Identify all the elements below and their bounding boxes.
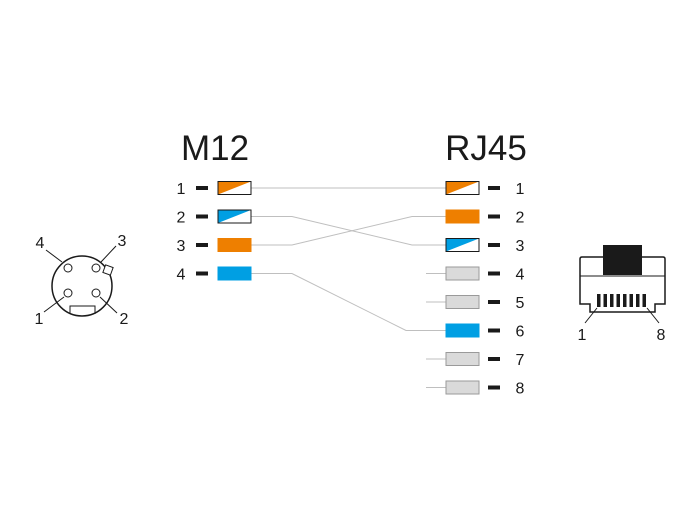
rj45-pin-block-outline — [445, 238, 480, 252]
m12-face-label-2: 2 — [120, 311, 129, 328]
rj45-pin-label: 1 — [516, 181, 525, 198]
m12-face-pin-1 — [63, 288, 73, 298]
rj45-pin-list: 1 2 3 4 5 6 7 8 — [426, 181, 525, 398]
m12-face-label-3: 3 — [118, 233, 127, 250]
m12-pin-block-outline — [217, 181, 252, 195]
rj45-pin-label: 5 — [516, 295, 525, 312]
rj45-pin-block — [445, 352, 480, 366]
wire-2-to-3 — [251, 216, 446, 246]
rj45-plug-contacts — [597, 294, 646, 307]
m12-pin-block — [217, 266, 252, 281]
rj45-plug-label-8: 8 — [657, 327, 666, 344]
m12-pin-block-outline — [217, 209, 252, 224]
m12-face-leader-1 — [43, 296, 65, 313]
rj45-pin-label: 3 — [516, 238, 525, 255]
m12-face-label-1: 1 — [35, 311, 44, 328]
m12-face-leader-2 — [99, 296, 118, 314]
rj45-pin-block-stripe — [446, 181, 479, 195]
m12-pin-dash — [196, 243, 208, 247]
rj45-contact — [597, 294, 601, 307]
rj45-pin-dash — [488, 214, 500, 219]
m12-pin-label: 3 — [177, 238, 186, 255]
rj45-contact — [616, 294, 620, 307]
m12-pin-dash — [196, 186, 208, 190]
m12-pin-dash — [196, 214, 208, 219]
rj45-pin-dash — [488, 186, 500, 190]
rj45-plug-leader-8 — [646, 307, 660, 324]
rj45-plug-leader-1 — [584, 307, 598, 324]
m12-face-notch — [69, 305, 96, 314]
m12-face-label-4: 4 — [36, 235, 45, 252]
rj45-pin-dash — [488, 328, 500, 333]
rj45-plug-front: 1 8 — [578, 245, 666, 344]
rj45-pin-label: 8 — [516, 381, 525, 398]
rj45-contact — [629, 294, 633, 307]
rj45-pin-dash — [488, 300, 500, 304]
m12-pin-block-stripe — [218, 181, 251, 195]
wire-3-to-2 — [251, 216, 446, 246]
m12-connector-face: 4 3 1 2 — [35, 233, 129, 328]
rj45-pin-block — [445, 209, 480, 224]
m12-face-coding-key — [102, 264, 114, 276]
rj45-pin-label: 7 — [516, 352, 525, 369]
rj45-pin-block — [445, 380, 480, 395]
m12-title: M12 — [181, 129, 249, 168]
m12-pin-block — [217, 238, 252, 252]
m12-face-pin-2 — [91, 288, 101, 298]
m12-face-outline — [51, 255, 113, 317]
rj45-pin-block — [445, 295, 480, 309]
rj45-contact — [642, 294, 646, 307]
rj45-contact — [636, 294, 640, 307]
m12-pin-dash — [196, 271, 208, 276]
rj45-contact — [623, 294, 627, 307]
m12-pin-label: 2 — [177, 210, 186, 227]
m12-face-leader-3 — [100, 245, 117, 263]
rj45-pin-block-stripe — [446, 238, 479, 252]
rj45-pin-block — [445, 323, 480, 338]
m12-face-leader-4 — [45, 249, 63, 263]
m12-pin-label: 4 — [177, 267, 186, 284]
m12-face-pin-3 — [91, 263, 101, 273]
rj45-pin-dash — [488, 271, 500, 276]
rj45-contact — [603, 294, 607, 307]
rj45-pin-label: 4 — [516, 267, 525, 284]
rj45-pin-label: 6 — [516, 324, 525, 341]
wire-4-to-6 — [251, 273, 446, 331]
rj45-pin-dash — [488, 243, 500, 247]
rj45-title: RJ45 — [445, 129, 527, 168]
m12-pin-label: 1 — [177, 181, 186, 198]
rj45-pin-dash — [488, 385, 500, 390]
wire-connections — [251, 187, 446, 331]
rj45-pin-dash — [488, 357, 500, 361]
m12-pin-list: 1 2 3 4 — [177, 181, 252, 284]
rj45-pin-label: 2 — [516, 210, 525, 227]
m12-pin-block-stripe — [218, 210, 251, 223]
rj45-pin-block — [445, 266, 480, 281]
rj45-contact — [610, 294, 614, 307]
rj45-pin-block-outline — [445, 181, 480, 195]
rj45-plug-latch — [603, 245, 642, 275]
rj45-plug-label-1: 1 — [578, 327, 587, 344]
m12-face-pin-4 — [63, 263, 73, 273]
